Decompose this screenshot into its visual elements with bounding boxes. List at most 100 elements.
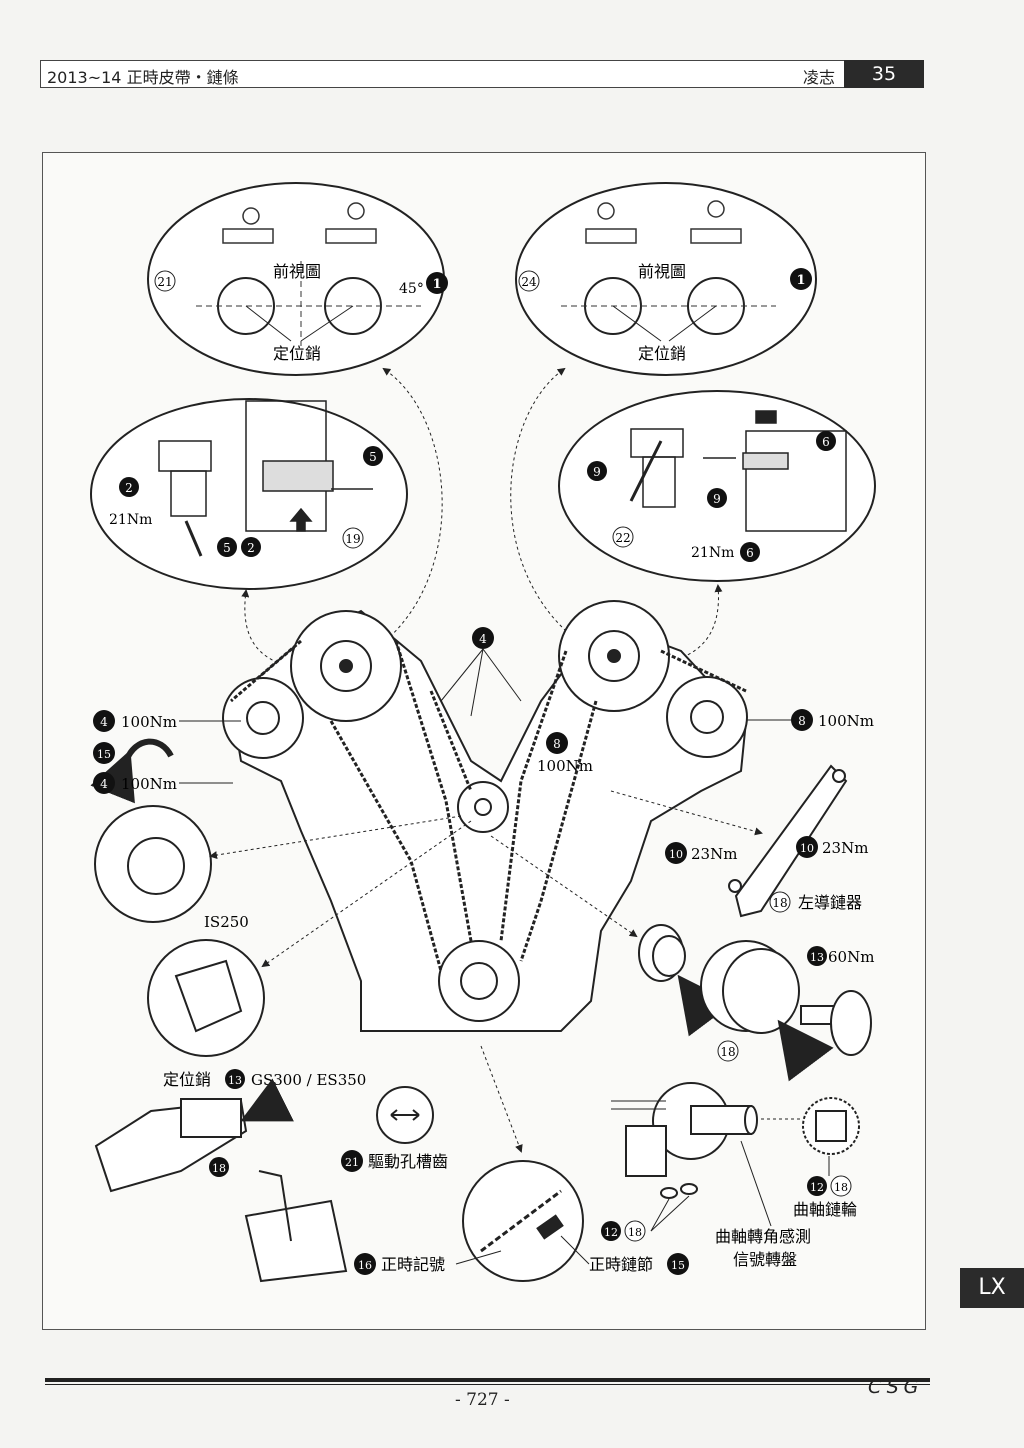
callout-number: 15 bbox=[671, 1259, 685, 1272]
header-brand: 凌志 bbox=[802, 68, 835, 87]
crank-washer bbox=[638, 924, 686, 982]
callout-8-center: 8 bbox=[546, 732, 568, 754]
timing-chain-diagram: 前視圖 45° 定位銷 21 1 前視圖 定位銷 24 1 bbox=[90, 182, 876, 1283]
drive-slot-gear-label: 驅動孔槽齒 bbox=[368, 1152, 448, 1171]
callout-number: 10 bbox=[669, 848, 683, 861]
callout-number: 15 bbox=[97, 748, 111, 761]
locating-pin-label-right: 定位銷 bbox=[638, 344, 686, 363]
callout-number: 10 bbox=[800, 842, 814, 855]
callout-1-left: 1 bbox=[426, 272, 448, 294]
callout-number: 19 bbox=[345, 532, 360, 546]
callout-number: 5 bbox=[223, 541, 231, 555]
callout-18-tensioner: 18 bbox=[209, 1157, 229, 1177]
cam-sprocket-left bbox=[290, 610, 402, 722]
callout-number: 18 bbox=[628, 1226, 642, 1239]
callout-12-keys: 12 bbox=[601, 1221, 621, 1241]
crank-sprocket-label: 曲軸鏈輪 bbox=[793, 1200, 857, 1219]
front-view-label-left: 前視圖 bbox=[273, 262, 321, 281]
gs-tensioner-upper bbox=[94, 1098, 248, 1193]
callout-number: 8 bbox=[798, 714, 806, 728]
callout-number: 2 bbox=[247, 541, 255, 555]
callout-18-guide: 18 bbox=[769, 891, 791, 913]
callout-number: 8 bbox=[553, 737, 561, 751]
tensioner-illustration-right bbox=[629, 410, 847, 532]
callout-number: 16 bbox=[358, 1259, 372, 1272]
callout-13-torque: 13 bbox=[807, 946, 827, 966]
torque-100nm-center: 100Nm bbox=[537, 757, 593, 775]
callout-6-b: 6 bbox=[740, 542, 760, 562]
cam-icon-right-a bbox=[585, 200, 742, 244]
callout-9-a: 9 bbox=[587, 461, 607, 481]
callout-24: 24 bbox=[518, 270, 540, 292]
header-page-box: 35 bbox=[844, 60, 924, 88]
callout-number: 4 bbox=[479, 632, 487, 646]
page-number: - 727 - bbox=[455, 1390, 510, 1410]
idler-sprocket bbox=[457, 781, 509, 833]
is250-detail-circle bbox=[94, 805, 212, 923]
callout-number: 18 bbox=[720, 1045, 735, 1059]
header-title: 2013~14 正時皮帶・鏈條 bbox=[47, 68, 239, 87]
torque-21nm-right: 21Nm bbox=[691, 545, 734, 561]
torque-100nm-upper-left: 100Nm bbox=[121, 713, 177, 731]
timing-mark-detail-circle bbox=[462, 1160, 584, 1282]
callout-4-100nm-lower: 4 bbox=[93, 772, 115, 794]
callout-number: 24 bbox=[521, 275, 537, 289]
callout-9-b: 9 bbox=[707, 488, 727, 508]
callout-number: 21 bbox=[157, 275, 172, 289]
callout-number: 6 bbox=[746, 546, 754, 560]
torque-100nm-lower-left: 100Nm bbox=[121, 775, 177, 793]
publisher-mark: CSG bbox=[868, 1376, 924, 1398]
crank-sensor-label-line2: 信號轉盤 bbox=[733, 1250, 797, 1269]
gs300-es350-label: GS300 / ES350 bbox=[251, 1071, 366, 1089]
callout-18-pulley: 18 bbox=[717, 1040, 739, 1062]
footer-rule-thin bbox=[45, 1384, 930, 1385]
crank-sprocket-small bbox=[802, 1097, 860, 1155]
callout-15-rotation: 15 bbox=[93, 742, 115, 764]
callout-21-left: 21 bbox=[154, 270, 176, 292]
callout-number: 12 bbox=[604, 1226, 618, 1239]
callout-number: 18 bbox=[772, 896, 787, 910]
crank-sprocket bbox=[438, 940, 520, 1022]
callout-1-right: 1 bbox=[790, 268, 812, 290]
callout-16: 16 bbox=[354, 1253, 376, 1275]
callout-number: 18 bbox=[834, 1181, 848, 1194]
illustration-frame: 前視圖 45° 定位銷 21 1 前視圖 定位銷 24 1 bbox=[42, 152, 926, 1330]
callout-5-b: 5 bbox=[217, 537, 237, 557]
callout-2-b: 2 bbox=[241, 537, 261, 557]
torque-23nm-b: 23Nm bbox=[822, 839, 868, 857]
callout-4-top: 4 bbox=[472, 627, 494, 649]
timing-mark-label: 正時記號 bbox=[381, 1255, 445, 1274]
callout-2-a: 2 bbox=[119, 477, 139, 497]
callout-number: 6 bbox=[822, 435, 830, 449]
crank-sensor-plate bbox=[625, 1082, 758, 1177]
tensioner-illustration-left bbox=[158, 400, 373, 557]
locating-pin-label-left: 定位銷 bbox=[273, 344, 321, 363]
callout-number: 18 bbox=[212, 1162, 226, 1175]
callout-12-sprocket: 12 bbox=[807, 1176, 827, 1196]
callout-number: 9 bbox=[593, 465, 601, 479]
callout-18-sprocket: 18 bbox=[830, 1175, 852, 1197]
callout-number: 1 bbox=[432, 277, 441, 292]
callout-13-gs: 13 bbox=[225, 1069, 245, 1089]
cam-icon-left-a bbox=[222, 202, 377, 244]
crank-bolt bbox=[800, 990, 872, 1056]
callout-number: 22 bbox=[615, 531, 630, 545]
callout-22: 22 bbox=[612, 526, 634, 548]
callout-number: 9 bbox=[713, 492, 721, 506]
callout-18-keys: 18 bbox=[624, 1220, 646, 1242]
callout-8-right: 8 bbox=[791, 709, 813, 731]
timing-chains bbox=[230, 639, 747, 972]
callout-number: 21 bbox=[345, 1156, 359, 1169]
torque-100nm-right: 100Nm bbox=[818, 712, 874, 730]
is250-label: IS250 bbox=[204, 913, 249, 931]
callout-number: 12 bbox=[810, 1181, 824, 1194]
callout-15-link: 15 bbox=[667, 1253, 689, 1275]
crank-sensor-label-line1: 曲軸轉角感測 bbox=[715, 1227, 811, 1246]
callout-number: 4 bbox=[100, 715, 108, 729]
callout-19: 19 bbox=[342, 527, 364, 549]
detail-oval-tensioner-left bbox=[90, 398, 408, 590]
callout-10-a: 10 bbox=[665, 842, 687, 864]
torque-23nm-a: 23Nm bbox=[691, 845, 737, 863]
crank-pulley-gear bbox=[700, 940, 800, 1034]
callout-number: 13 bbox=[810, 951, 824, 964]
